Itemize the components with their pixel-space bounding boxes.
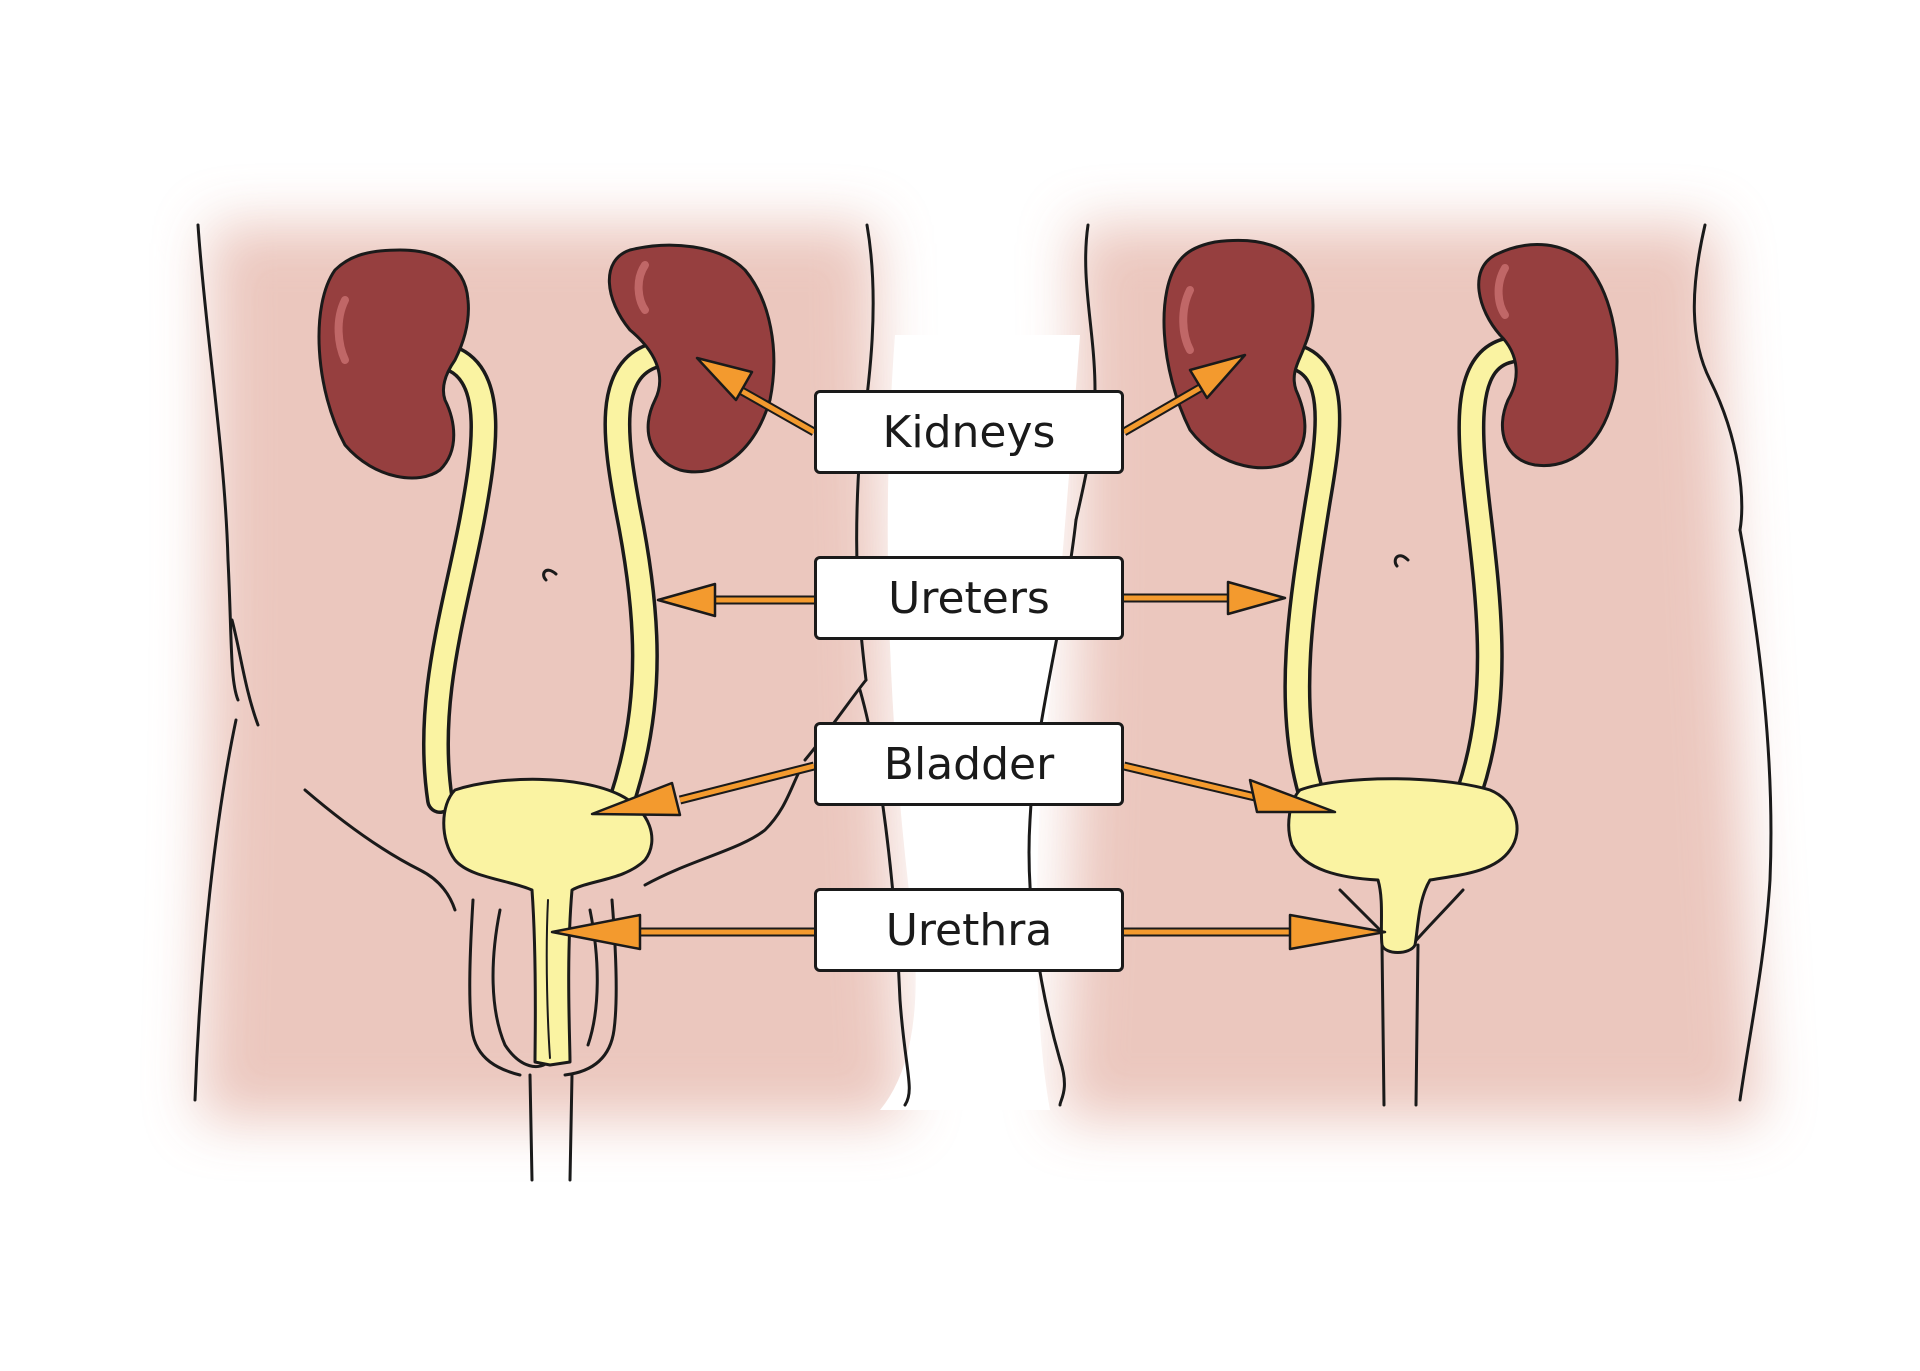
male-left-kidney xyxy=(317,248,470,480)
female-left-ureter xyxy=(1271,341,1342,804)
male-right-ureter xyxy=(603,341,669,814)
label-kidneys: Kidneys xyxy=(814,390,1124,474)
male-bladder xyxy=(442,777,654,1067)
label-bladder: Bladder xyxy=(814,722,1124,806)
female-left-kidney xyxy=(1162,238,1315,470)
arrow-ureters-female xyxy=(1124,580,1287,616)
label-bladder-text: Bladder xyxy=(883,738,1055,790)
arrow-ureters-male xyxy=(656,582,814,618)
arrow-urethra-female xyxy=(1124,913,1387,951)
label-ureters-text: Ureters xyxy=(888,572,1050,624)
arrow-kidneys-male xyxy=(695,356,817,436)
female-right-kidney xyxy=(1477,243,1619,468)
label-urethra-text: Urethra xyxy=(885,904,1053,956)
arrow-urethra-male xyxy=(550,913,814,951)
label-urethra: Urethra xyxy=(814,888,1124,972)
arrow-bladder-female xyxy=(1122,761,1337,814)
female-right-ureter xyxy=(1456,336,1524,804)
label-ureters: Ureters xyxy=(814,556,1124,640)
male-right-kidney xyxy=(607,243,776,474)
label-kidneys-text: Kidneys xyxy=(882,406,1056,458)
female-bladder xyxy=(1287,777,1519,954)
arrow-kidneys-female xyxy=(1121,353,1247,436)
arrow-bladder-male xyxy=(590,761,816,817)
female-body-skin xyxy=(1060,225,1760,1120)
male-left-ureter xyxy=(421,346,498,814)
